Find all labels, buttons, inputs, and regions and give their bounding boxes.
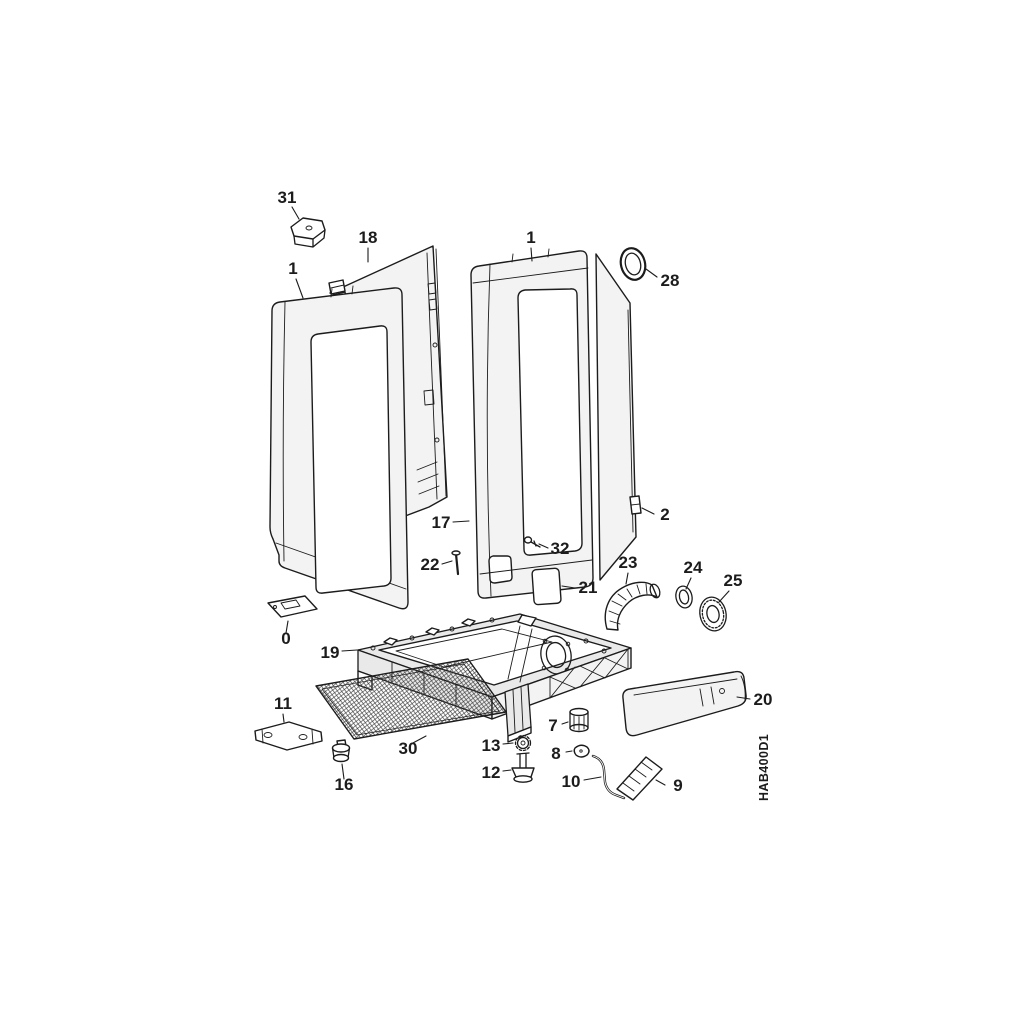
part-label-8: 8	[551, 744, 560, 763]
doc-code: HAB400D1	[757, 734, 771, 801]
part-label-1-right: 1	[526, 228, 535, 247]
right-side-panel	[595, 253, 637, 581]
foot-16	[331, 739, 351, 763]
part-label-23: 23	[619, 553, 638, 572]
part-label-17: 17	[432, 513, 451, 532]
part-label-12: 12	[482, 763, 501, 782]
rod-10	[591, 754, 626, 800]
cover-plate-21	[531, 567, 562, 606]
drain-hose-23	[604, 581, 661, 631]
part-label-1-left: 1	[288, 259, 297, 278]
part-label-28: 28	[661, 271, 680, 290]
levelling-foot-12	[511, 752, 535, 783]
part-label-0: 0	[281, 629, 290, 648]
part-label-13: 13	[482, 736, 501, 755]
seal-ring-24	[675, 585, 693, 609]
clip-8	[573, 744, 590, 758]
gear-washer-13	[514, 734, 532, 752]
angle-bracket-9	[616, 756, 663, 801]
part-label-19: 19	[321, 643, 340, 662]
part-label-30: 30	[399, 739, 418, 758]
clip-part-2	[629, 495, 642, 515]
part-label-32: 32	[551, 539, 570, 558]
part-label-21: 21	[579, 578, 598, 597]
leader-lines	[282, 206, 751, 786]
part-label-11: 11	[274, 694, 292, 713]
part-label-7: 7	[548, 716, 557, 735]
part-label-18: 18	[359, 228, 378, 247]
part-labels: 31 18 1 1 28 2 17 32 22 21 23 24 25 0 19…	[274, 188, 772, 795]
grommet-25	[699, 596, 727, 632]
base-frame-19	[357, 613, 632, 720]
part-label-9: 9	[673, 776, 682, 795]
part-label-22: 22	[421, 555, 440, 574]
base-corner-post	[504, 683, 532, 743]
part-label-24: 24	[684, 558, 703, 577]
mesh-panel-30	[315, 658, 507, 740]
front-right-panel-17	[470, 248, 594, 599]
part-label-25: 25	[724, 571, 743, 590]
screw-32	[523, 536, 541, 548]
support-bracket-11	[254, 721, 323, 751]
part-label-20: 20	[754, 690, 773, 709]
rating-plate-0	[267, 595, 318, 618]
damper-cylinder-7	[569, 707, 589, 733]
part-label-2: 2	[660, 505, 669, 524]
part-label-16: 16	[335, 775, 354, 794]
front-left-panel-1	[269, 285, 409, 610]
pin-22	[451, 550, 461, 576]
part-label-31: 31	[278, 188, 297, 207]
part-label-10: 10	[562, 772, 581, 791]
ring-grommet-28	[619, 247, 647, 281]
hinge-bracket-31	[290, 217, 326, 248]
trim-panel-20	[622, 670, 747, 737]
